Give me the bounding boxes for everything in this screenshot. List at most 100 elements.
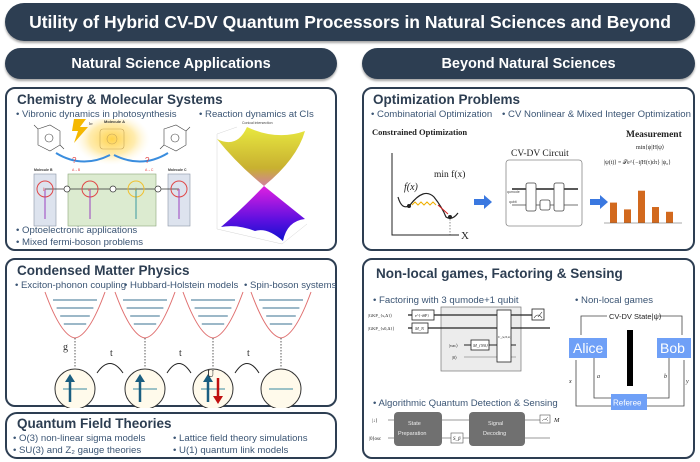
histogram-bar — [610, 202, 617, 223]
chemistry-bullet-vibronic: • Vibronic dynamics in photosynthesis — [16, 109, 177, 120]
b-label: b — [664, 374, 667, 380]
meter-needle — [533, 311, 543, 319]
factoring-circuit: |GKP_{s,Δ}⟩ |GKP_{s0,Δ}⟩ |vac⟩ |0⟩ e^{-i… — [368, 306, 550, 372]
potential-well — [114, 291, 176, 339]
molecule-b-structure — [33, 124, 65, 152]
hopping-label-3: t — [247, 348, 250, 359]
coupling-label: g — [63, 342, 68, 353]
nonlocal-title: Non-local games, Factoring & Sensing — [376, 266, 623, 281]
qft-bullet-o3: • O(3) non-linear sigma models — [13, 433, 146, 444]
cv-dv-state-label: CV-DV State|ψ⟩ — [609, 312, 662, 321]
circuit-gate-1 — [525, 182, 537, 212]
plot-axes-box — [216, 126, 308, 245]
constrained-label: Constrained Optimization — [372, 127, 467, 137]
answer-b-arrow — [647, 358, 670, 399]
histogram-bar — [666, 211, 673, 223]
state-preparation-block — [394, 412, 442, 446]
potential-well — [44, 291, 106, 339]
lattice-figure: g t t t U — [44, 291, 312, 408]
min-fx-label: min f(x) — [434, 169, 465, 180]
molecule-c-label: Molecule C — [168, 168, 187, 172]
gate-mn-label: M_N — [414, 326, 425, 331]
sensing-input-osc: |0⟩osc — [369, 436, 382, 442]
surface-title: Conical intersection — [242, 121, 273, 125]
molecule-a-structure — [99, 128, 125, 150]
question-y-arrow — [647, 360, 685, 407]
conical-intersection-plot: Conical intersection — [216, 121, 308, 245]
arrow-icon-2 — [590, 195, 608, 209]
referee-box — [611, 394, 647, 410]
input-vac: |vac⟩ — [449, 343, 458, 348]
molecule-a-label: Molecule A — [104, 119, 125, 124]
qft-bullet-su3: • SU(3) and Z₂ gauge theories — [13, 445, 142, 456]
site-label-b: b — [43, 188, 46, 193]
alice-box — [569, 338, 607, 358]
bob-box — [657, 338, 691, 358]
hopping-label-1: t — [110, 348, 113, 359]
alice-label: Alice — [573, 340, 604, 356]
chemistry-bullet-reaction: • Reaction dynamics at CIs — [199, 109, 314, 120]
min-psi-label: min⟨ψ|H|ψ⟩ — [636, 144, 664, 151]
fx-label: f(x) — [404, 182, 419, 193]
separation-wall — [627, 330, 633, 386]
state-arrow-alice — [580, 315, 607, 335]
sensing-circuit: |↓⟩ |0⟩osc State Preparation S_β Signal … — [369, 412, 560, 446]
descent-arrow — [437, 204, 449, 215]
s-beta-gate — [450, 432, 464, 444]
site-label-a: a — [88, 188, 91, 193]
phonon-mode-1 — [63, 185, 71, 193]
signal-decoding-line-2: Decoding — [483, 431, 506, 437]
cm-bullet-spin-boson: • Spin-boson systems — [244, 280, 337, 291]
state-prep-line-2: Preparation — [398, 431, 426, 437]
site-l — [127, 180, 145, 219]
question-x-arrow — [575, 360, 611, 407]
sensing-meter-needle — [541, 416, 549, 422]
sensing-input-spin: |↓⟩ — [372, 418, 378, 424]
main-title: Utility of Hybrid CV-DV Quantum Processo… — [5, 3, 695, 41]
hopping-arrow — [234, 363, 260, 374]
molecule-a-glow — [74, 119, 150, 165]
spin-up-arrowhead — [135, 374, 145, 382]
condensed-matter-title: Condensed Matter Physics — [17, 263, 190, 278]
cm-bullet-exciton: • Exciton-phonon coupling — [15, 280, 127, 291]
molecule-b-label: Molecule B — [34, 168, 53, 172]
nl-bullet-sensing: • Algorithmic Quantum Detection & Sensin… — [373, 398, 558, 409]
site-c — [170, 180, 188, 219]
gate-mn — [411, 322, 429, 334]
optimization-title: Optimization Problems — [373, 92, 521, 107]
site-b — [36, 180, 54, 219]
phonon-mode-2 — [109, 185, 117, 193]
photosynthesis-figure: hν Molecule A ? ? A→B A→C Molecule B Mol… — [33, 119, 191, 227]
chemistry-title: Chemistry & Molecular Systems — [17, 92, 223, 107]
gate-mn0 — [470, 339, 490, 351]
lightning-icon — [72, 119, 88, 143]
nl-bullet-nonlocal-games: • Non-local games — [575, 295, 654, 306]
chemistry-panel: Chemistry & Molecular Systems • Vibronic… — [5, 87, 337, 251]
qubit-label: qubit — [509, 200, 517, 204]
spin-up-arrowhead — [65, 374, 75, 382]
chemistry-bullet-fermi-boson: • Mixed fermi-boson problems — [16, 237, 144, 248]
answer-a-arrow — [593, 358, 611, 399]
referee-label: Referee — [613, 399, 642, 408]
site-label-l: l — [135, 188, 137, 193]
measurement-histogram — [610, 190, 673, 223]
objective-curve — [397, 192, 459, 219]
spin-down-arrowhead — [213, 396, 223, 404]
hopping-arrow — [166, 363, 192, 374]
molecule-c-structure — [159, 124, 191, 152]
histogram-bar — [638, 190, 645, 223]
optimization-figure: Constrained Optimization X min f(x) f(x)… — [372, 127, 683, 242]
transfer-arrow-ac — [113, 152, 169, 163]
state-prep-line-1: State — [408, 421, 421, 427]
qft-panel: Quantum Field Theories • O(3) non-linear… — [5, 412, 337, 459]
gate-unitary-label: U_{a,N,m} — [498, 335, 512, 340]
question-mark-ac: ? — [145, 156, 150, 165]
histogram-bar — [624, 209, 631, 223]
beyond-natural-header: Beyond Natural Sciences — [362, 48, 695, 79]
site-a — [81, 180, 99, 219]
signal-decoding-block — [469, 412, 525, 446]
global-min-point — [448, 215, 452, 219]
input-gkp-1: |GKP_{s,Δ}⟩ — [368, 313, 392, 319]
spin-up-arrowhead — [203, 374, 213, 382]
histogram-bar — [652, 207, 659, 223]
